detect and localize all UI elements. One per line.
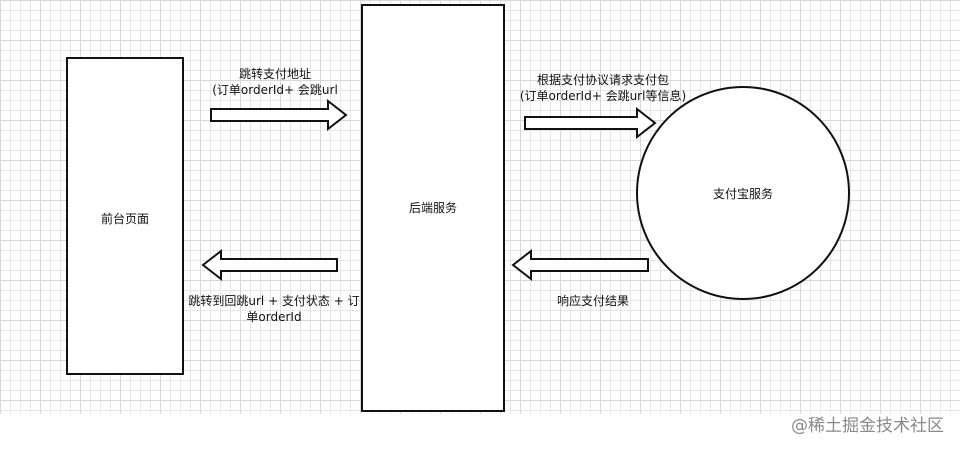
edge-label-back-to-front: 跳转到回跳url + 支付状态 + 订 单orderId (188, 294, 360, 324)
arrow-back-to-alipay (524, 106, 657, 140)
edge-label-front-to-back: 跳转支付地址 (订单orderId+ 会跳url (212, 67, 338, 97)
arrow-front-to-back (210, 98, 348, 132)
edge-label-alipay-to-back: 响应支付结果 (556, 294, 629, 308)
backend-box: 后端服务 (361, 4, 505, 412)
watermark-text: @稀土掘金技术社区 (791, 416, 944, 436)
edge-label-back-to-alipay: 根据支付协议请求支付包 (订单orderId+ 会跳url等信息) (519, 73, 687, 103)
alipay-circle: 支付宝服务 (636, 86, 850, 300)
arrow-back-to-front (201, 248, 338, 282)
alipay-label: 支付宝服务 (712, 187, 773, 201)
arrow-alipay-to-back (511, 248, 649, 282)
frontend-label: 前台页面 (100, 212, 149, 226)
backend-label: 后端服务 (408, 201, 457, 215)
frontend-box: 前台页面 (66, 57, 184, 375)
bottom-margin (0, 414, 960, 450)
